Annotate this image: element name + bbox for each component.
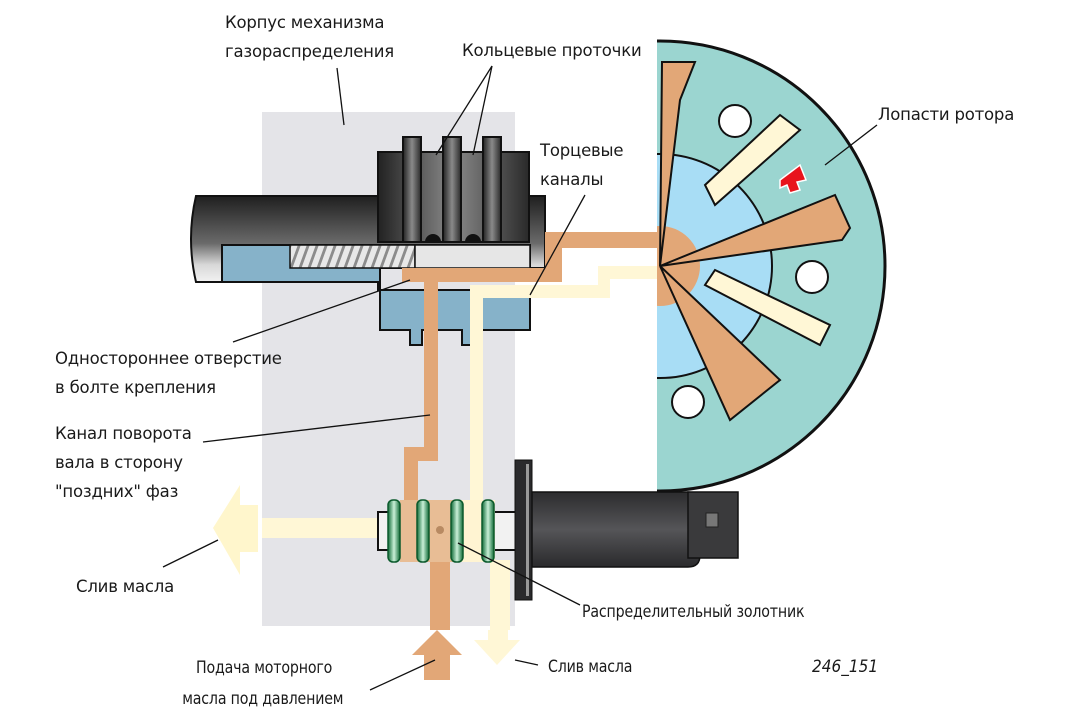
label-spool-valve: Распределительный золотник bbox=[582, 602, 805, 621]
label-oil-drain-left: Слив масла bbox=[76, 577, 175, 596]
label-retard-channel-line3: "поздних" фаз bbox=[55, 482, 179, 501]
label-oil-drain-bottom: Слив масла bbox=[548, 657, 633, 676]
label-housing-line2: газораспределения bbox=[225, 42, 395, 61]
label-end-channels-line1: Торцевые bbox=[540, 141, 624, 160]
label-housing: Корпус механизма газораспределения bbox=[225, 8, 394, 66]
label-oil-supply-line1: Подача моторного bbox=[196, 658, 333, 677]
label-rotor-vanes: Лопасти ротора bbox=[878, 105, 1015, 124]
solenoid-actuator bbox=[514, 459, 739, 601]
label-annular-grooves: Кольцевые проточки bbox=[462, 41, 642, 60]
pressure-oil-channel bbox=[402, 232, 660, 680]
rotation-direction-arrow bbox=[779, 163, 808, 194]
label-retard-channel-line1: Канал поворота bbox=[55, 424, 192, 443]
phaser-rotor bbox=[657, 39, 887, 493]
drain-oil-channel bbox=[213, 266, 660, 665]
label-one-way-hole: Одностороннее отверстие в болте креплени… bbox=[55, 344, 282, 402]
figure-number: 246_151 bbox=[812, 657, 879, 677]
label-oil-supply: Подача моторного масла под давлением bbox=[182, 652, 343, 714]
mounting-bolt bbox=[221, 244, 531, 346]
label-housing-line1: Корпус механизма bbox=[225, 13, 385, 32]
label-retard-channel-line2: вала в сторону bbox=[55, 453, 183, 472]
leader-lines bbox=[162, 65, 878, 691]
label-oil-supply-line2: масла под давлением bbox=[182, 689, 344, 708]
label-end-channels-line2: каналы bbox=[540, 170, 604, 189]
label-end-channels: Торцевые каналы bbox=[540, 136, 624, 194]
label-one-way-hole-line1: Одностороннее отверстие bbox=[55, 349, 282, 368]
label-retard-channel: Канал поворота вала в сторону "поздних" … bbox=[55, 419, 192, 506]
label-one-way-hole-line2: в болте крепления bbox=[55, 378, 216, 397]
